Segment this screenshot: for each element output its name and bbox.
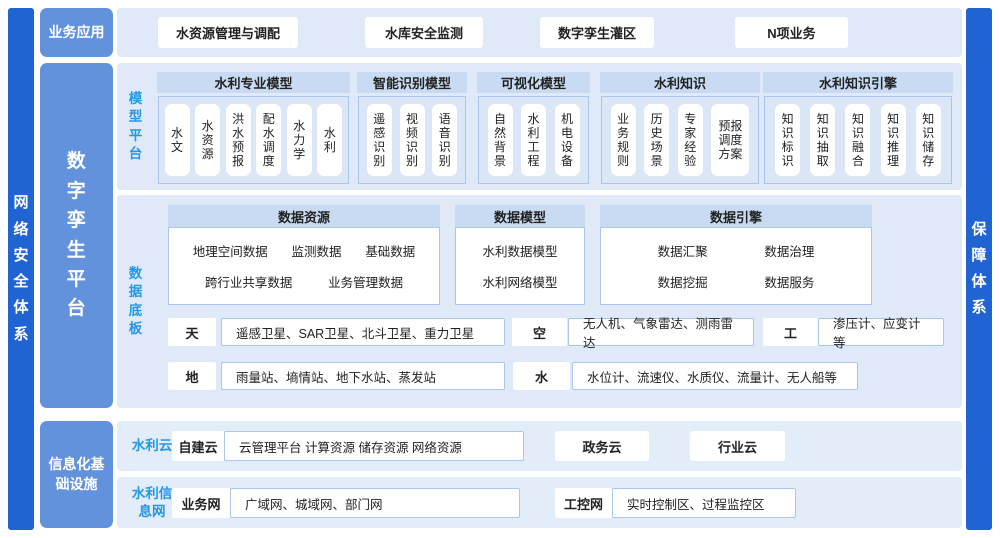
panel-title: 数据模型 [455, 205, 585, 227]
panel-title: 数据资源 [168, 205, 440, 227]
network-security-label: 网络安全体系 [13, 194, 29, 343]
self-built-cloud-tag: 自建云 [172, 431, 224, 461]
data-item: 水利数据模型 [482, 244, 558, 259]
industrial-control-network-content: 实时控制区、过程监控区 [612, 488, 796, 518]
sensor-label-water: 水 [513, 362, 570, 390]
model-item: 洪水预报 [225, 104, 251, 176]
business-network-tag: 业务网 [172, 488, 230, 518]
industrial-control-network-tag: 工控网 [555, 488, 612, 518]
digital-twin-platform-label: 数字孪生平台 [40, 63, 113, 408]
engine-item: 知识储存 [915, 104, 941, 176]
panel-knowledge-engine: 水利知识引擎 知识标识 知识抽取 知识融合 知识推理 知识储存 [763, 72, 953, 184]
sensor-label-engineering: 工 [763, 318, 818, 346]
panel-hydraulic-knowledge: 水利知识 业务规则 历史场景 专家经验 预报调度方案 [600, 72, 760, 184]
knowledge-item: 预报调度方案 [711, 104, 750, 176]
model-item: 视频识别 [399, 104, 425, 176]
model-platform-strip: 模型平台 水利专业模型 水文 水资源 洪水预报 配水调度 水力学 水利 智能识别… [117, 63, 962, 190]
panel-intelligent-recognition-models: 智能识别模型 遥感识别 视频识别 语音识别 [357, 72, 467, 184]
data-item: 监测数据 [291, 244, 342, 259]
water-cloud-label: 水利云 [131, 438, 173, 454]
sensor-content-sky: 遥感卫星、SAR卫星、北斗卫星、重力卫星 [221, 318, 505, 346]
data-item: 水利网络模型 [482, 276, 558, 291]
data-item: 数据挖掘 [657, 276, 708, 291]
data-item: 数据治理 [764, 244, 815, 259]
data-item: 地理空间数据 [192, 244, 268, 259]
sensor-content-water: 水位计、流速仪、水质仪、流量计、无人船等 [572, 362, 858, 390]
water-information-network-strip: 水利信息网 业务网 广域网、城域网、部门网 工控网 实时控制区、过程监控区 [117, 477, 962, 528]
data-item: 基础数据 [365, 244, 416, 259]
data-item: 数据汇聚 [657, 244, 708, 259]
engine-item: 知识抽取 [810, 104, 836, 176]
business-item-digital-twin-irrigation: 数字孪生灌区 [540, 17, 654, 48]
industry-cloud-box: 行业云 [690, 431, 785, 461]
panel-title: 水利知识 [600, 72, 760, 93]
model-item: 水资源 [195, 104, 221, 176]
business-application-strip: 水资源管理与调配 水库安全监测 数字孪生灌区 N项业务 [117, 8, 962, 57]
model-item: 水力学 [286, 104, 312, 176]
panel-visualization-models: 可视化模型 自然背景 水利工程 机电设备 [477, 72, 590, 184]
engine-item: 知识标识 [775, 104, 801, 176]
panel-data-engine: 数据引擎 数据汇聚 数据治理 数据挖掘 数据服务 [600, 205, 872, 305]
model-item: 水利 [317, 104, 343, 176]
model-item: 语音识别 [432, 104, 458, 176]
guarantee-system-label: 保障体系 [971, 220, 987, 317]
business-network-content: 广域网、城域网、部门网 [230, 488, 520, 518]
data-item: 业务管理数据 [328, 276, 404, 291]
engine-item: 知识融合 [845, 104, 871, 176]
panel-data-resource: 数据资源 地理空间数据 监测数据 基础数据 跨行业共享数据 业务管理数据 [168, 205, 440, 305]
sensor-content-air: 无人机、气象雷达、测雨雷达 [568, 317, 754, 350]
sensor-content-ground: 雨量站、墒情站、地下水站、蒸发站 [221, 362, 505, 390]
knowledge-item: 专家经验 [677, 104, 703, 176]
model-item: 水利工程 [521, 104, 546, 176]
sensor-content-engineering: 渗压计、应变计等 [818, 317, 944, 350]
sensor-label-sky: 天 [168, 318, 216, 346]
panel-title: 水利知识引擎 [763, 72, 953, 93]
model-item: 配水调度 [256, 104, 282, 176]
data-item: 数据服务 [764, 276, 815, 291]
business-item-reservoir-safety: 水库安全监测 [365, 17, 483, 48]
business-item-n-services: N项业务 [735, 17, 848, 48]
panel-data-model: 数据模型 水利数据模型 水利网络模型 [455, 205, 585, 305]
sensor-label-ground: 地 [168, 362, 216, 390]
model-item: 机电设备 [554, 104, 580, 176]
panel-title: 数据引擎 [600, 205, 872, 227]
water-cloud-strip: 水利云 自建云 云管理平台 计算资源 储存资源 网络资源 政务云 行业云 [117, 421, 962, 471]
data-board-strip: 数据底板 数据资源 地理空间数据 监测数据 基础数据 跨行业共享数据 业务管理数… [117, 195, 962, 408]
panel-title: 可视化模型 [477, 72, 590, 93]
panel-hydraulic-professional-models: 水利专业模型 水文 水资源 洪水预报 配水调度 水力学 水利 [157, 72, 350, 184]
model-item: 自然背景 [487, 104, 513, 176]
panel-title: 水利专业模型 [157, 72, 350, 93]
model-platform-label: 模型平台 [128, 91, 143, 161]
government-cloud-box: 政务云 [555, 431, 649, 461]
business-application-section-label: 业务应用 [40, 8, 113, 57]
sensor-label-air: 空 [512, 318, 567, 346]
panel-title: 智能识别模型 [357, 72, 467, 93]
infrastructure-section-label: 信息化基础设施 [40, 421, 113, 528]
water-information-network-label: 水利信息网 [131, 485, 173, 519]
knowledge-item: 历史场景 [644, 104, 670, 176]
model-item: 水文 [164, 104, 190, 176]
engine-item: 知识推理 [880, 104, 906, 176]
model-item: 遥感识别 [366, 104, 392, 176]
business-item-water-resource-dispatch: 水资源管理与调配 [158, 17, 298, 48]
network-security-sidebar: 网络安全体系 [8, 8, 34, 530]
self-built-cloud-content: 云管理平台 计算资源 储存资源 网络资源 [224, 431, 524, 461]
data-board-label: 数据底板 [128, 266, 143, 336]
data-item: 跨行业共享数据 [204, 276, 293, 291]
knowledge-item: 业务规则 [610, 104, 636, 176]
guarantee-system-sidebar: 保障体系 [966, 8, 992, 530]
